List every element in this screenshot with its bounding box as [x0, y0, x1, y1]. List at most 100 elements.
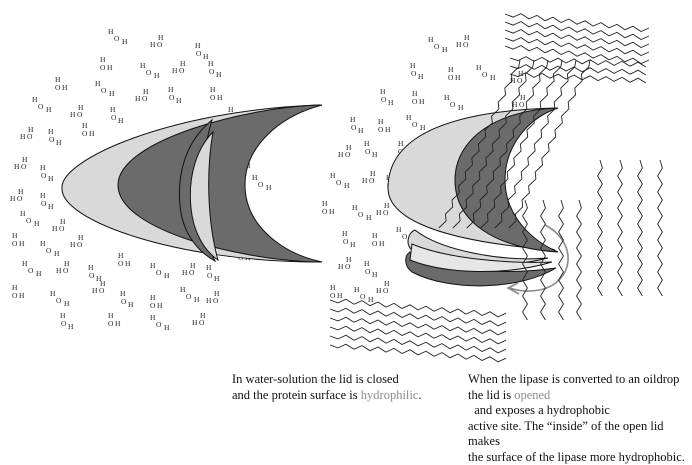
caption-closed-lid: In water-solution the lid is closed and … — [232, 372, 442, 403]
hydrogen-atom-label: H — [455, 73, 461, 82]
oxygen-atom-label: O — [89, 271, 95, 280]
hydrogen-atom-label: H — [464, 33, 470, 42]
hydrogen-atom-label: H — [366, 213, 372, 222]
hydrogen-atom-label: H — [107, 63, 113, 72]
hydrogen-atom-label: H — [158, 33, 164, 42]
hydrogen-atom-label: H — [115, 319, 121, 328]
hydrogen-atom-label: H — [46, 105, 52, 114]
hydrogen-atom-label: H — [419, 97, 425, 106]
fatty-chain-bottom — [330, 299, 506, 317]
hydrogen-atom-label: H — [372, 231, 378, 240]
hydrogen-atom-label: H — [362, 176, 368, 185]
caption-open-lid: When the lipase is converted to an oildr… — [468, 372, 690, 465]
hydrogen-atom-label: H — [62, 83, 68, 92]
hydrogen-atom-label: H — [448, 65, 454, 74]
fatty-chain-bottom — [330, 326, 506, 344]
hydrogen-atom-label: H — [228, 105, 234, 114]
hydrogen-atom-label: H — [10, 194, 16, 203]
hydrogen-atom-label: H — [48, 202, 54, 211]
oxygen-atom-label: O — [358, 210, 364, 219]
hydrogen-atom-label: H — [64, 259, 70, 268]
hydrogen-atom-label: H — [150, 293, 156, 302]
oxygen-atom-label: O — [196, 49, 202, 58]
hydrogen-atom-label: H — [143, 87, 149, 96]
fatty-chain-bottom — [330, 344, 506, 362]
oxygen-atom-label: O — [434, 42, 440, 51]
hydrogen-atom-label: H — [322, 199, 328, 208]
hydrogen-atom-label: H — [70, 110, 76, 119]
hydrogen-atom-label: H — [108, 311, 114, 320]
caption-right-line2: the lid is opened and exposes a hydropho… — [468, 388, 690, 419]
hydrogen-atom-label: H — [217, 93, 223, 102]
fatty-chain-bottom — [330, 317, 506, 335]
hydrogen-atom-label: H — [68, 322, 74, 331]
hydrogen-atom-label: H — [420, 123, 426, 132]
hydrogen-atom-label: H — [55, 75, 61, 84]
hydrogen-atom-label: H — [48, 174, 54, 183]
oxygen-atom-label: O — [150, 301, 156, 310]
hydrogen-atom-label: H — [164, 271, 170, 280]
caption-right-line1: When the lipase is converted to an oildr… — [468, 372, 690, 388]
hydrogen-atom-label: H — [176, 96, 182, 105]
hydrogen-atom-label: H — [372, 270, 378, 279]
hydrogen-atom-label: H — [70, 240, 76, 249]
fatty-chain-vertical — [618, 160, 623, 296]
hydrogen-atom-label: H — [216, 70, 222, 79]
oxygen-atom-label: O — [381, 95, 387, 104]
oxygen-atom-label: O — [156, 320, 162, 329]
hydrogen-atom-label: H — [330, 283, 336, 292]
hydrogen-atom-label: H — [122, 37, 128, 46]
hydrogen-atom-label: H — [385, 125, 391, 134]
oxygen-atom-label: O — [56, 296, 62, 305]
hydrogen-atom-label: H — [346, 255, 352, 264]
hydrogen-atom-label: H — [210, 85, 216, 94]
hydrogen-atom-label: H — [118, 116, 124, 125]
hydrogen-atom-label: H — [384, 201, 390, 210]
hydrogen-atom-label: H — [180, 59, 186, 68]
oxygen-atom-label: O — [322, 207, 328, 216]
oxygen-atom-label: O — [210, 93, 216, 102]
oxygen-atom-label: O — [41, 171, 47, 180]
oxygen-atom-label: O — [351, 123, 357, 132]
oxygen-atom-label: O — [49, 135, 55, 144]
oxygen-atom-label: O — [209, 67, 215, 76]
oxygen-atom-label: O — [156, 268, 162, 277]
hydrogen-atom-label: H — [192, 318, 198, 327]
caption-right-line3: active site. The “inside” of the open li… — [468, 419, 690, 450]
oxygen-atom-label: O — [111, 113, 117, 122]
oxygen-atom-label: O — [411, 69, 417, 78]
hydrogen-atom-label: H — [19, 239, 25, 248]
caption-left-line1: In water-solution the lid is closed — [232, 372, 442, 388]
hydrogen-atom-label: H — [154, 71, 160, 80]
fatty-chain-bottom — [330, 335, 506, 353]
oxygen-atom-label: O — [146, 68, 152, 77]
